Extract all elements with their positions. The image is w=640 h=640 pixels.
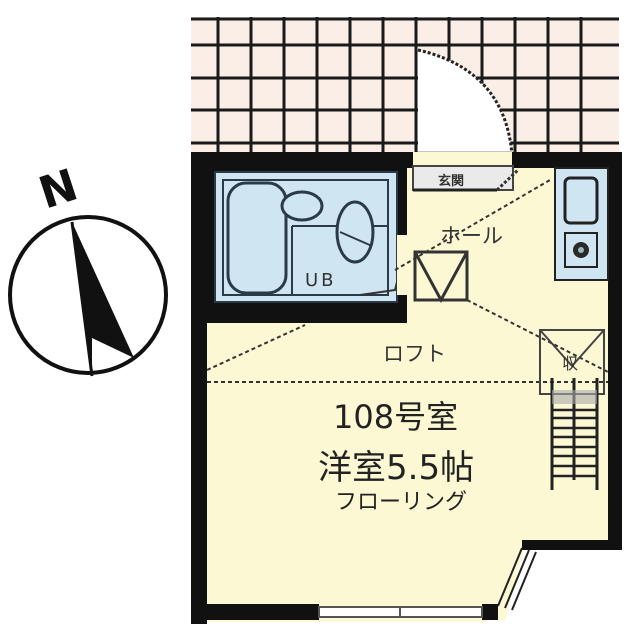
compass: N [0,160,180,380]
washer-space [413,250,469,304]
room-type-size: 洋室5.5帖 [318,448,475,488]
entrance-step [412,165,514,191]
loft-ladder [539,329,605,490]
hall-label: ホール [440,224,503,248]
unit-bath [207,168,409,318]
kitchen [554,167,609,281]
unit-bath-label: UB [305,270,337,291]
storage-label: 収 [562,354,579,373]
room-floor-type: フローリング [335,490,468,515]
entrance-label: 玄関 [438,174,465,189]
north-arrow-icon [8,215,168,377]
room-number: 108号室 [333,398,459,436]
loft-label: ロフト [383,342,446,366]
tiled-outdoor-area [191,17,619,152]
